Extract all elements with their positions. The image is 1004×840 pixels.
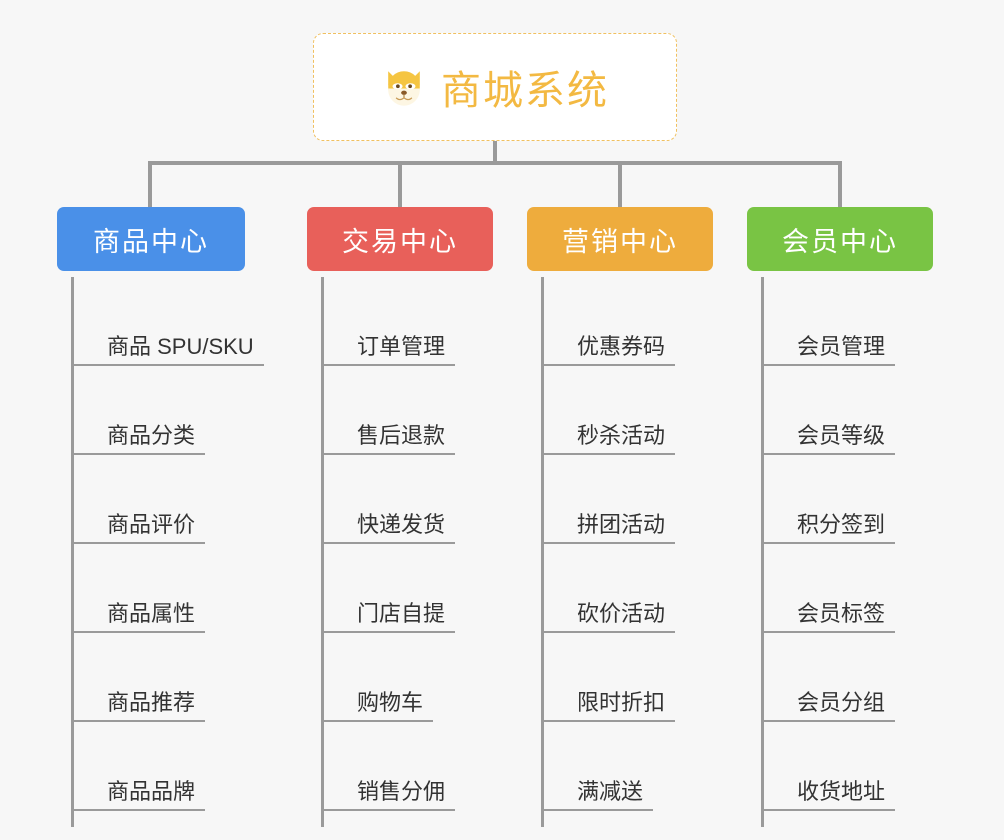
- column-items-3: 会员管理 会员等级 积分签到 会员标签 会员分组 收货地址: [761, 277, 961, 811]
- leaf-item[interactable]: 收货地址: [761, 722, 961, 811]
- category-box-2[interactable]: 营销中心: [527, 207, 713, 271]
- leaf-item[interactable]: 满减送: [541, 722, 741, 811]
- leaf-item[interactable]: 会员等级: [761, 366, 961, 455]
- leaf-label: 商品推荐: [71, 691, 206, 722]
- leaf-item[interactable]: 会员标签: [761, 544, 961, 633]
- leaf-label: 商品 SPU/SKU: [71, 335, 264, 366]
- leaf-label: 会员分组: [761, 691, 896, 722]
- leaf-label: 门店自提: [321, 602, 456, 633]
- column-spine-2: [541, 277, 544, 827]
- leaf-item[interactable]: 商品 SPU/SKU: [71, 277, 291, 366]
- dog-face-icon: [381, 64, 427, 110]
- leaf-item[interactable]: 购物车: [321, 633, 521, 722]
- root-node[interactable]: 商城系统: [313, 33, 677, 141]
- leaf-label: 购物车: [321, 691, 434, 722]
- leaf-label: 会员标签: [761, 602, 896, 633]
- category-box-3[interactable]: 会员中心: [747, 207, 933, 271]
- leaf-item[interactable]: 快递发货: [321, 455, 521, 544]
- leaf-item[interactable]: 砍价活动: [541, 544, 741, 633]
- leaf-label: 商品分类: [71, 424, 206, 455]
- leaf-label: 销售分佣: [321, 780, 456, 811]
- leaf-item[interactable]: 门店自提: [321, 544, 521, 633]
- leaf-item[interactable]: 商品品牌: [71, 722, 291, 811]
- connector-drop-3: [618, 161, 622, 207]
- category-label-1: 交易中心: [342, 226, 458, 257]
- connector-horizontal-bus: [148, 161, 842, 165]
- leaf-label: 满减送: [541, 780, 654, 811]
- leaf-item[interactable]: 订单管理: [321, 277, 521, 366]
- column-items-2: 优惠券码 秒杀活动 拼团活动 砍价活动 限时折扣 满减送: [541, 277, 741, 811]
- leaf-label: 商品评价: [71, 513, 206, 544]
- leaf-label: 会员管理: [761, 335, 896, 366]
- column-spine-0: [71, 277, 74, 827]
- column-spine-1: [321, 277, 324, 827]
- category-box-1[interactable]: 交易中心: [307, 207, 493, 271]
- category-label-3: 会员中心: [782, 226, 898, 257]
- leaf-label: 商品品牌: [71, 780, 206, 811]
- connector-drop-1: [148, 161, 152, 207]
- leaf-label: 积分签到: [761, 513, 896, 544]
- category-column-2: 优惠券码 秒杀活动 拼团活动 砍价活动 限时折扣 满减送: [541, 277, 741, 827]
- leaf-item[interactable]: 销售分佣: [321, 722, 521, 811]
- category-column-1: 订单管理 售后退款 快递发货 门店自提 购物车 销售分佣: [321, 277, 521, 827]
- leaf-label: 收货地址: [761, 780, 896, 811]
- leaf-item[interactable]: 商品推荐: [71, 633, 291, 722]
- leaf-item[interactable]: 会员分组: [761, 633, 961, 722]
- category-label-2: 营销中心: [562, 226, 678, 257]
- root-node-label: 商城系统: [441, 69, 609, 113]
- leaf-label: 限时折扣: [541, 691, 676, 722]
- category-column-3: 会员管理 会员等级 积分签到 会员标签 会员分组 收货地址: [761, 277, 961, 827]
- leaf-label: 砍价活动: [541, 602, 676, 633]
- leaf-item[interactable]: 会员管理: [761, 277, 961, 366]
- leaf-item[interactable]: 商品评价: [71, 455, 291, 544]
- column-items-0: 商品 SPU/SKU 商品分类 商品评价 商品属性 商品推荐 商品品牌: [71, 277, 291, 811]
- connector-drop-4: [838, 161, 842, 207]
- leaf-item[interactable]: 秒杀活动: [541, 366, 741, 455]
- connector-root-stem: [493, 141, 497, 163]
- leaf-item[interactable]: 售后退款: [321, 366, 521, 455]
- leaf-label: 秒杀活动: [541, 424, 676, 455]
- leaf-label: 快递发货: [321, 513, 456, 544]
- leaf-label: 售后退款: [321, 424, 456, 455]
- leaf-item[interactable]: 商品属性: [71, 544, 291, 633]
- category-label-0: 商品中心: [93, 226, 209, 257]
- leaf-label: 拼团活动: [541, 513, 676, 544]
- leaf-item[interactable]: 商品分类: [71, 366, 291, 455]
- leaf-label: 优惠券码: [541, 335, 676, 366]
- leaf-item[interactable]: 优惠券码: [541, 277, 741, 366]
- connector-drop-2: [398, 161, 402, 207]
- leaf-item[interactable]: 积分签到: [761, 455, 961, 544]
- column-spine-3: [761, 277, 764, 827]
- leaf-label: 商品属性: [71, 602, 206, 633]
- category-box-0[interactable]: 商品中心: [57, 207, 245, 271]
- leaf-item[interactable]: 拼团活动: [541, 455, 741, 544]
- leaf-label: 订单管理: [321, 335, 456, 366]
- leaf-label: 会员等级: [761, 424, 896, 455]
- category-column-0: 商品 SPU/SKU 商品分类 商品评价 商品属性 商品推荐 商品品牌: [71, 277, 291, 827]
- column-items-1: 订单管理 售后退款 快递发货 门店自提 购物车 销售分佣: [321, 277, 521, 811]
- leaf-item[interactable]: 限时折扣: [541, 633, 741, 722]
